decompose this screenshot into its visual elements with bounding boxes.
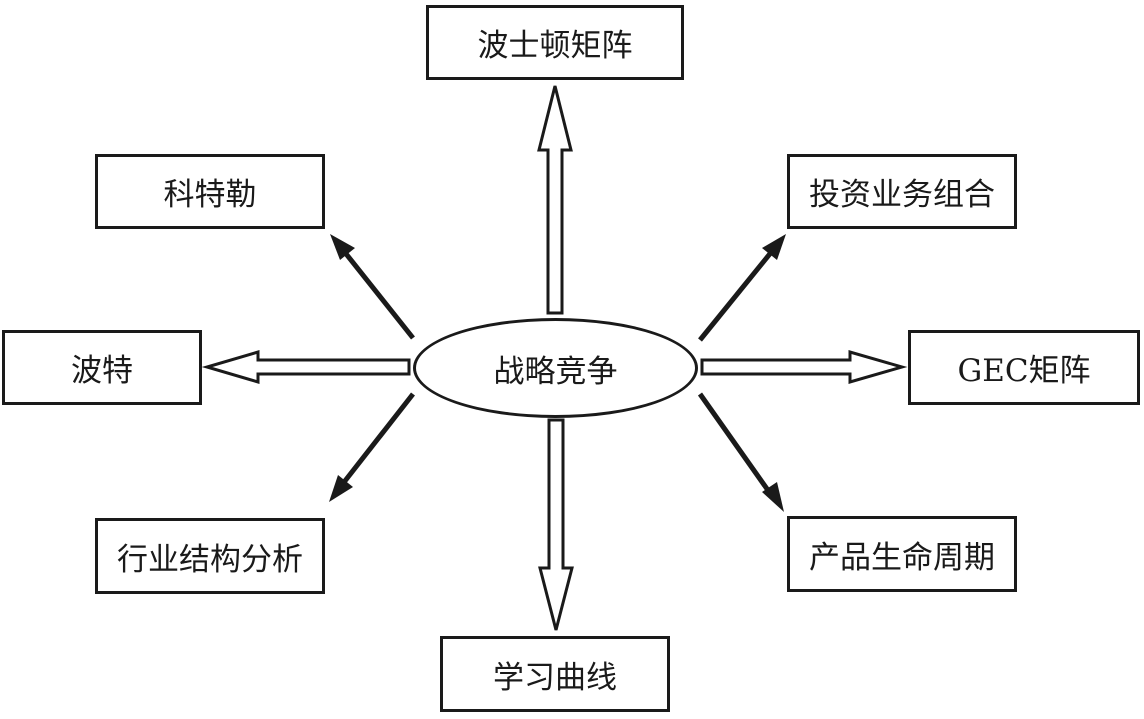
node-top: 波士顿矩阵 [426,5,684,80]
arrow-to-top-right [698,234,786,342]
node-top-left: 科特勒 [95,154,325,229]
node-top-right: 投资业务组合 [787,154,1017,229]
node-right: GEC矩阵 [908,330,1140,405]
node-bottom-label: 学习曲线 [493,659,617,696]
node-bottom: 学习曲线 [440,636,670,712]
center-label: 战略竞争 [493,353,618,390]
node-top-left-label: 科特勒 [163,177,257,213]
node-bottom-right-label: 产品生命周期 [809,539,995,576]
node-bottom-left: 行业结构分析 [95,518,325,594]
arrow-to-bottom-left [329,392,415,502]
node-bottom-right: 产品生命周期 [787,516,1017,592]
node-right-label: GEC矩阵 [957,353,1091,389]
arrow-to-bottom [538,418,574,631]
arrow-to-right [700,350,908,384]
arrow-to-bottom-right [697,392,784,512]
node-top-right-label: 投资业务组合 [809,177,995,213]
node-left: 波特 [2,330,202,405]
node-bottom-left-label: 行业结构分析 [117,541,303,578]
node-left-label: 波特 [71,353,133,389]
arrow-to-left [201,349,411,385]
arrow-to-top-left [330,234,415,340]
center-node: 战略竞争 [413,318,698,418]
node-top-label: 波士顿矩阵 [477,28,633,64]
arrow-to-top [537,85,573,315]
